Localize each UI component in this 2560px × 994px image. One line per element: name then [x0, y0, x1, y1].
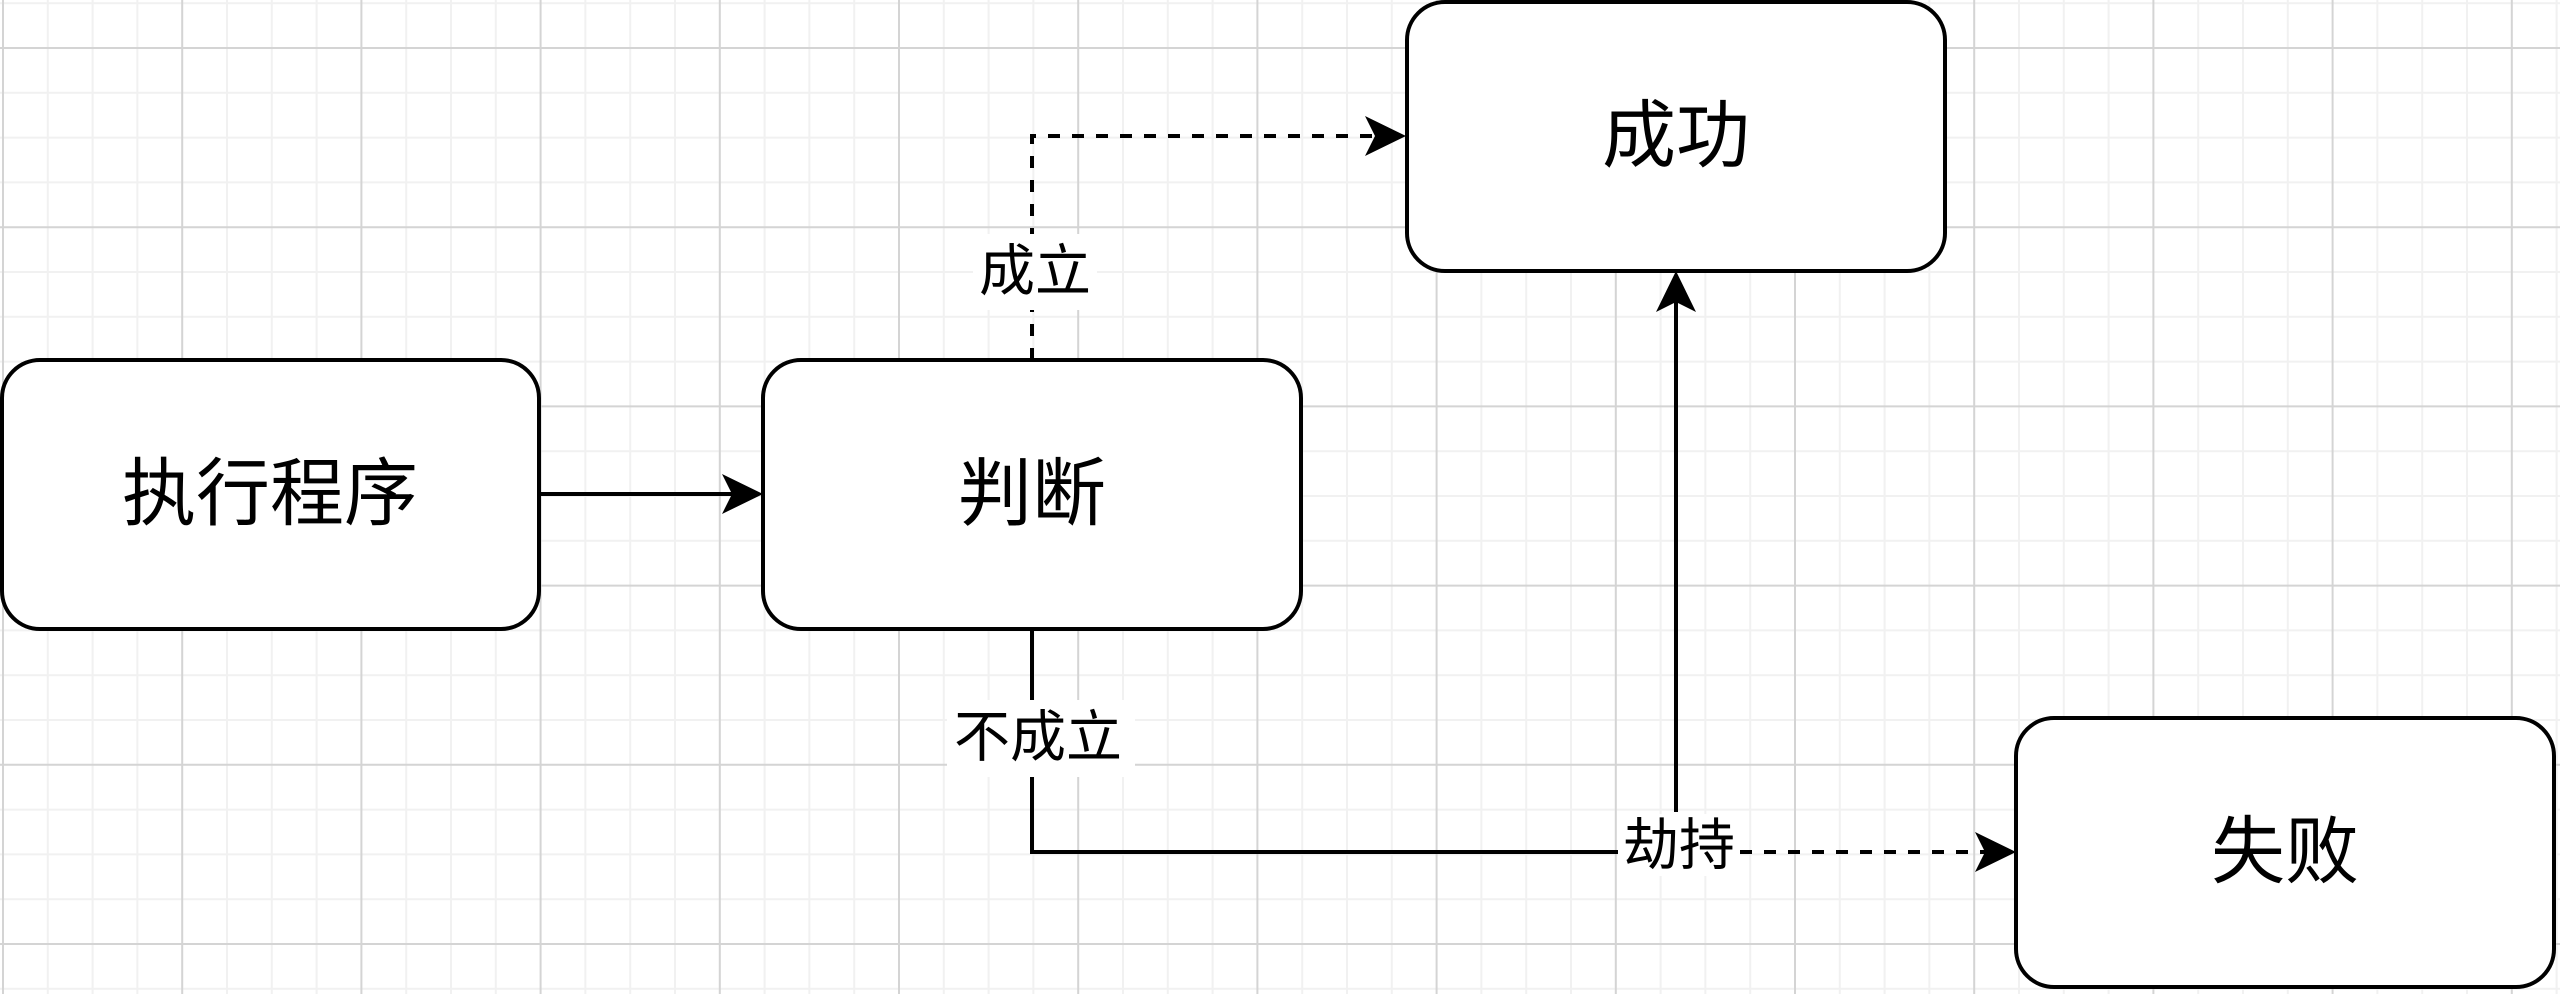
edge-label-background: [947, 700, 1135, 777]
edge-label-not-established: 不成立: [954, 706, 1122, 771]
node-box[interactable]: [2014, 716, 2556, 989]
node-label: 成功: [1602, 93, 1750, 179]
edge-label-background: [973, 234, 1097, 310]
node-judge[interactable]: 判断: [761, 358, 1303, 631]
arrowhead-icon: [1365, 116, 1406, 156]
node-execute-program[interactable]: 执行程序: [0, 358, 541, 631]
node-box[interactable]: [0, 358, 541, 631]
edge-judge-to-success[interactable]: 成立: [973, 116, 1406, 360]
node-box[interactable]: [761, 358, 1303, 631]
edge-judge-to-failure[interactable]: 不成立: [947, 629, 2016, 872]
edge-label-established: 成立: [979, 240, 1091, 305]
arrowhead-icon: [1656, 271, 1696, 312]
arrowhead-icon: [1975, 832, 2016, 872]
edge-label-hijack: 劫持: [1623, 814, 1735, 879]
edge-execute-to-judge[interactable]: [539, 474, 763, 514]
node-label: 判断: [958, 451, 1106, 537]
node-failure[interactable]: 失败: [2014, 716, 2556, 989]
node-box[interactable]: [1405, 0, 1947, 273]
node-label: 执行程序: [122, 451, 418, 537]
edge-label-background: [1618, 814, 1740, 876]
edge-hijack-to-success[interactable]: 劫持: [1618, 271, 1740, 879]
node-success[interactable]: 成功: [1405, 0, 1947, 273]
arrowhead-icon: [722, 474, 763, 514]
node-label: 失败: [2211, 809, 2359, 895]
